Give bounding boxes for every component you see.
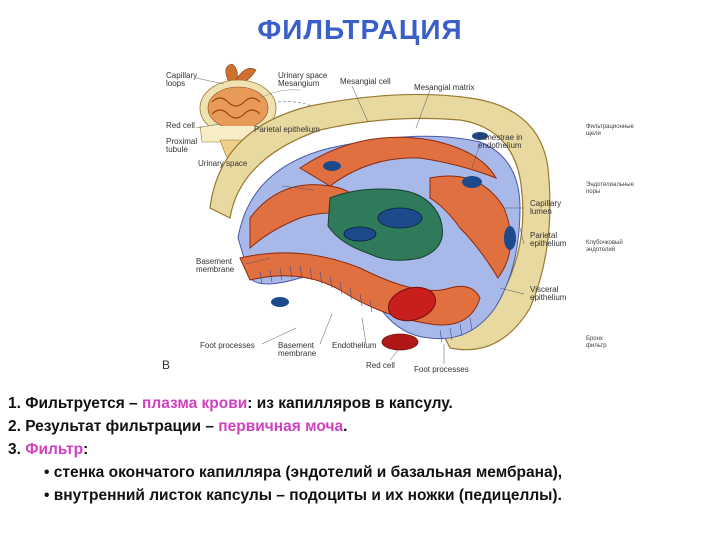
text-line-2: 2. Результат фильтрации – первичная моча… (8, 415, 720, 438)
label-red-cell-bottom: Red cell (366, 361, 395, 370)
glomerulus-illustration (195, 63, 551, 364)
red-cell (387, 286, 437, 322)
label-fenestrae: Fenestrae in endothelium (478, 133, 523, 150)
page-title: ФИЛЬТРАЦИЯ (257, 14, 463, 45)
label-capillary-loops: Capillary loops (166, 71, 198, 88)
text-1a: 1. Фильтруется – (8, 395, 142, 412)
label-proximal-tubule: Proximal tubule (166, 137, 198, 154)
label-urinary-space-mesangium: Urinary space Mesangium (278, 71, 328, 88)
panel-letter: B (162, 358, 171, 372)
text-highlight-filter: Фильтр (25, 441, 84, 458)
explanation-text: 1. Фильтруется – плазма крови: из капилл… (8, 392, 720, 507)
label-endothelium: Endothelium (332, 341, 377, 350)
text-line-3: 3. Фильтр: (8, 438, 720, 461)
label-basement-membrane-left: Basement membrane (196, 257, 235, 274)
text-1c: : из капилляров в капсулу. (247, 395, 453, 412)
capillary-loop-right (429, 175, 512, 279)
label-ru-filter: Бронх фильтр (586, 336, 607, 349)
text-line-4: • стенка окончатого капилляра (эндотелий… (44, 464, 563, 481)
label-mesangial-cell: Mesangial cell (340, 77, 391, 86)
text-2c: . (343, 418, 348, 435)
label-basement-membrane-bottom: Basement membrane (278, 341, 317, 358)
label-ru-filtration-slits: Фильтрационные щели (586, 124, 634, 137)
text-2a: 2. Результат фильтрации – (8, 418, 219, 435)
text-3a: 3. (8, 441, 26, 458)
label-foot-processes-left: Foot processes (200, 341, 255, 350)
text-3c: : (83, 441, 89, 458)
label-mesangial-matrix: Mesangial matrix (414, 83, 475, 92)
label-foot-processes-bottom: Foot processes (414, 365, 469, 374)
label-red-cell-top: Red cell (166, 121, 195, 130)
text-line-5: • внутренний листок капсулы – подоциты и… (44, 487, 562, 504)
label-capillary-lumen: Capillary lumen (530, 199, 562, 216)
label-urinary-space-lower: Urinary space (198, 159, 248, 168)
label-parietal-epithelium-right: Parietal epithelium (530, 231, 567, 248)
label-parietal-epithelium-top: Parietal epithelium (254, 125, 320, 134)
label-ru-endothelial-pores: Эндотелиальные поры (586, 182, 634, 195)
capillary-loop-top (299, 136, 498, 187)
label-visceral-epithelium: Visceral epithelium (530, 285, 567, 302)
text-line-1: 1. Фильтруется – плазма крови: из капилл… (8, 392, 720, 415)
bowman-capsule (209, 93, 551, 351)
glomerulus-diagram: Capillary loops Urinary space Mesangium … (100, 58, 660, 378)
label-ru-glomerular-endothelium: Клубочковый эндотелий (586, 240, 623, 253)
text-highlight-primary-urine: первичная моча (218, 418, 344, 435)
text-highlight-blood-plasma: плазма крови (141, 395, 248, 412)
